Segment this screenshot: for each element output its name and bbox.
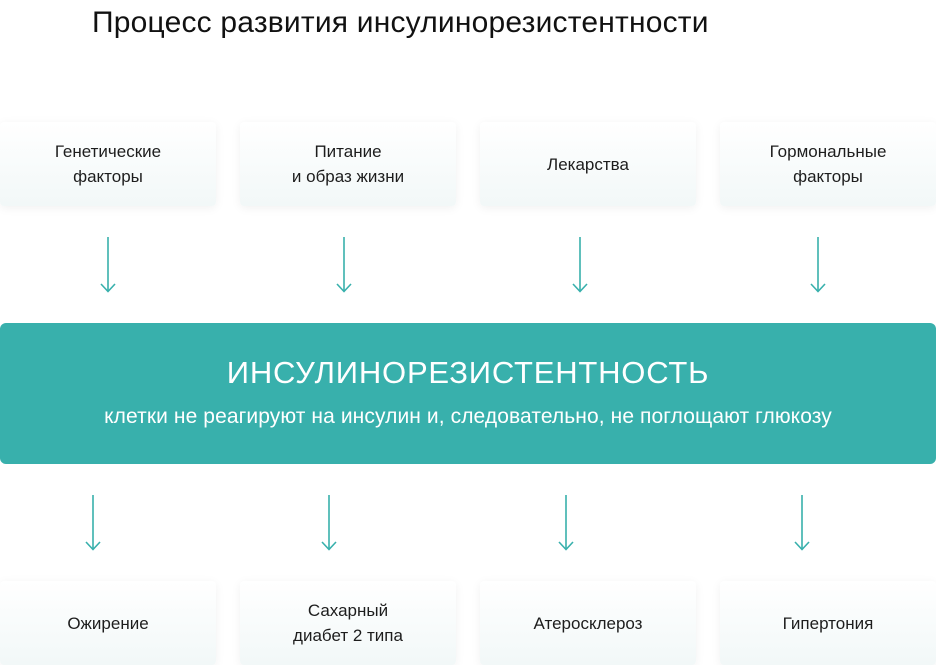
consequence-box-atherosclerosis: Атеросклероз (480, 581, 696, 665)
consequence-box-obesity: Ожирение (0, 581, 216, 665)
consequence-box-hypertension: Гипертония (720, 581, 936, 665)
arrow-down-icon (556, 494, 576, 552)
center-subtitle: клетки не реагируют на инсулин и, следов… (104, 405, 832, 428)
arrow-down-icon (334, 236, 354, 294)
arrow-down-icon (792, 494, 812, 552)
insulin-resistance-block: ИНСУЛИНОРЕЗИСТЕНТНОСТЬ клетки не реагиру… (0, 323, 936, 464)
arrow-down-icon (83, 494, 103, 552)
arrow-down-icon (808, 236, 828, 294)
cause-box-genetic: Генетические факторы (0, 122, 216, 206)
cause-box-nutrition: Питание и образ жизни (240, 122, 456, 206)
consequence-label: Гипертония (782, 613, 874, 633)
consequence-label: Ожирение (67, 613, 149, 633)
cause-label: Гормональные факторы (769, 142, 887, 186)
cause-box-hormonal: Гормональные факторы (720, 122, 936, 206)
consequence-box-diabetes: Сахарный диабет 2 типа (240, 581, 456, 665)
cause-label: Лекарства (547, 154, 629, 174)
cause-label: Питание и образ жизни (291, 142, 405, 186)
center-title: ИНСУЛИНОРЕЗИСТЕНТНОСТЬ (226, 355, 710, 390)
arrow-down-icon (98, 236, 118, 294)
diagram-title: Процесс развития инсулинорезистентности (92, 6, 709, 39)
cause-box-medications: Лекарства (480, 122, 696, 206)
consequence-label: Сахарный диабет 2 типа (293, 601, 403, 645)
cause-label: Генетические факторы (54, 142, 162, 186)
consequence-label: Атеросклероз (533, 613, 643, 633)
arrow-down-icon (319, 494, 339, 552)
arrow-down-icon (570, 236, 590, 294)
